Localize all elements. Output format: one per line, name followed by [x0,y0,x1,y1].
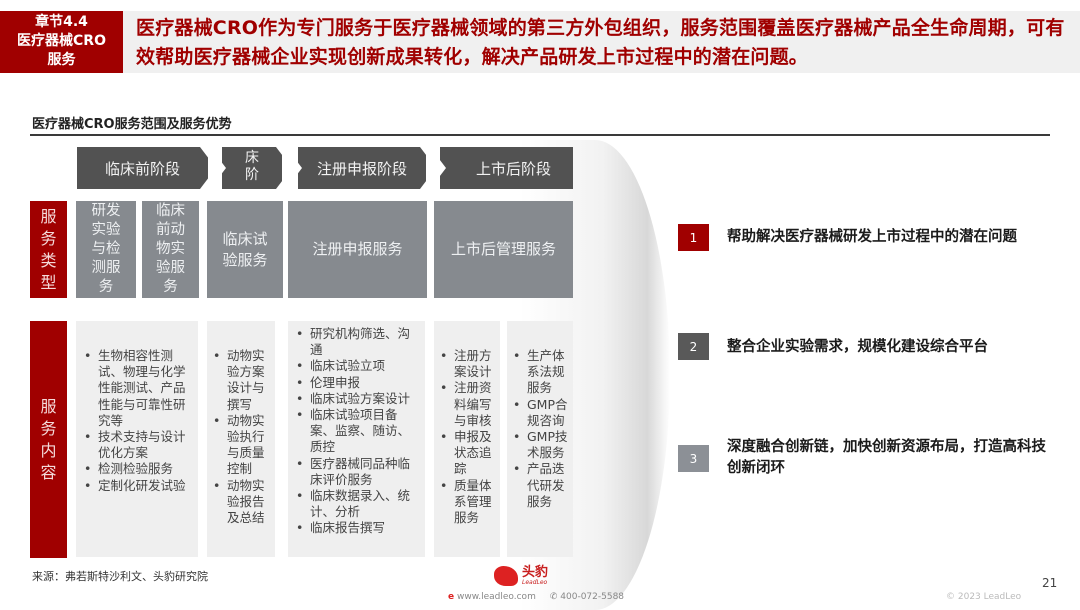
content-list: 研究机构筛选、沟通 临床试验立项 伦理申报 临床试验方案设计 临床试验项目备案、… [292,326,421,537]
list-item: 临床试验项目备案、监察、随访、质控 [292,407,421,456]
list-item: 临床试验方案设计 [292,391,421,407]
service-type-post-market: 上市后管理服务 [434,201,573,298]
content-rd-testing: 生物相容性测试、物理与化学性能测试、产品性能与可靠性研究等 技术支持与设计优化方… [76,321,198,557]
list-item: 伦理申报 [292,375,421,391]
stage-clinical: 床 阶 [222,147,282,189]
list-item: 定制化研发试验 [80,478,192,494]
list-item: 注册资料编写与审核 [436,380,496,429]
advantage-text-3: 深度融合创新链，加快创新资源布局，打造高科技创新闭环 [727,439,1046,476]
advantage-text-1: 帮助解决医疗器械研发上市过程中的潜在问题 [727,229,1017,245]
list-item: 动物实验执行与质量控制 [209,413,271,478]
header-band [0,11,1080,73]
content-registration: 注册方案设计 注册资料编写与审核 申报及状态追踪 质量体系管理服务 [434,321,500,557]
list-item: 申报及状态追踪 [436,429,496,478]
list-item: 注册方案设计 [436,348,496,380]
advantage-number-2: 2 [678,333,709,360]
list-item: 临床数据录入、统计、分析 [292,488,421,520]
list-item: 生物相容性测试、物理与化学性能测试、产品性能与可靠性研究等 [80,348,192,429]
contact-info: e www.leadleo.com ✆ 400-072-5588 [448,592,624,602]
service-type-animal-test: 临床 前动 物实 验服 务 [142,201,199,298]
content-list: 动物实验方案设计与撰写 动物实验执行与质量控制 动物实验报告及总结 [209,348,271,526]
list-item: 临床试验立项 [292,358,421,374]
list-item: 生产体系法规服务 [509,348,569,397]
advantage-number-1: 1 [678,224,709,251]
service-type-clinical-trial: 临床试 验服务 [207,201,283,298]
advantage-number-3: 3 [678,445,709,472]
source-note: 来源：弗若斯特沙利文、头豹研究院 [32,570,208,583]
list-item: GMP技术服务 [509,429,569,461]
chapter-number: 章节4.4 [35,14,88,30]
service-type-rd-testing: 研发 实验 与检 测服 务 [76,201,136,298]
content-animal-test: 动物实验方案设计与撰写 动物实验执行与质量控制 动物实验报告及总结 [207,321,275,557]
leadleo-logo: 头豹 LeadLeo [494,566,548,586]
row-label-service-type: 服 务 类 型 [30,201,67,298]
content-list: 注册方案设计 注册资料编写与审核 申报及状态追踪 质量体系管理服务 [436,348,496,526]
phone-icon: ✆ [549,592,558,602]
content-list: 生物相容性测试、物理与化学性能测试、产品性能与可靠性研究等 技术支持与设计优化方… [80,348,192,494]
service-type-registration: 注册申报服务 [288,201,427,298]
browser-icon: e [448,592,455,602]
advantage-text-2: 整合企业实验需求，规模化建设综合平台 [727,339,988,355]
stage-preclinical: 临床前阶段 [77,147,208,189]
section-title: 医疗器械CRO服务范围及服务优势 [32,117,232,132]
list-item: GMP合规咨询 [509,397,569,429]
copyright: © 2023 LeadLeo [946,592,1022,602]
list-item: 技术支持与设计优化方案 [80,429,192,461]
chapter-topic-suffix: 服务 [47,52,76,68]
list-item: 质量体系管理服务 [436,478,496,527]
content-list: 生产体系法规服务 GMP合规咨询 GMP技术服务 产品迭代研发服务 [509,348,569,510]
list-item: 医疗器械同品种临床评价服务 [292,456,421,488]
page-number: 21 [1042,576,1058,590]
chapter-topic: 医疗器械CRO [17,33,106,49]
list-item: 动物实验报告及总结 [209,478,271,527]
chevron-right-icon [276,147,302,189]
list-item: 动物实验方案设计与撰写 [209,348,271,413]
website[interactable]: e www.leadleo.com [448,592,536,602]
chevron-right-icon [200,147,226,189]
row-label-service-content: 服 务 内 容 [30,321,67,558]
content-post-market: 生产体系法规服务 GMP合规咨询 GMP技术服务 产品迭代研发服务 [507,321,573,557]
list-item: 临床报告撰写 [292,520,421,536]
section-divider [30,134,1050,136]
headline: 医疗器械CRO作为专门服务于医疗器械领域的第三方外包组织，服务范围覆盖医疗器械产… [136,17,1065,68]
phone: ✆ 400-072-5588 [549,592,625,602]
content-clinical-trial: 研究机构筛选、沟通 临床试验立项 伦理申报 临床试验方案设计 临床试验项目备案、… [288,321,425,557]
stage-post-market: 上市后阶段 [440,147,573,189]
chevron-right-icon [420,147,446,189]
stage-registration: 注册申报阶段 [298,147,426,189]
list-item: 检测检验服务 [80,461,192,477]
chapter-badge: 章节4.4 医疗器械CRO 服务 [0,11,123,73]
list-item: 研究机构筛选、沟通 [292,326,421,358]
list-item: 产品迭代研发服务 [509,461,569,510]
leopard-icon [494,566,518,586]
